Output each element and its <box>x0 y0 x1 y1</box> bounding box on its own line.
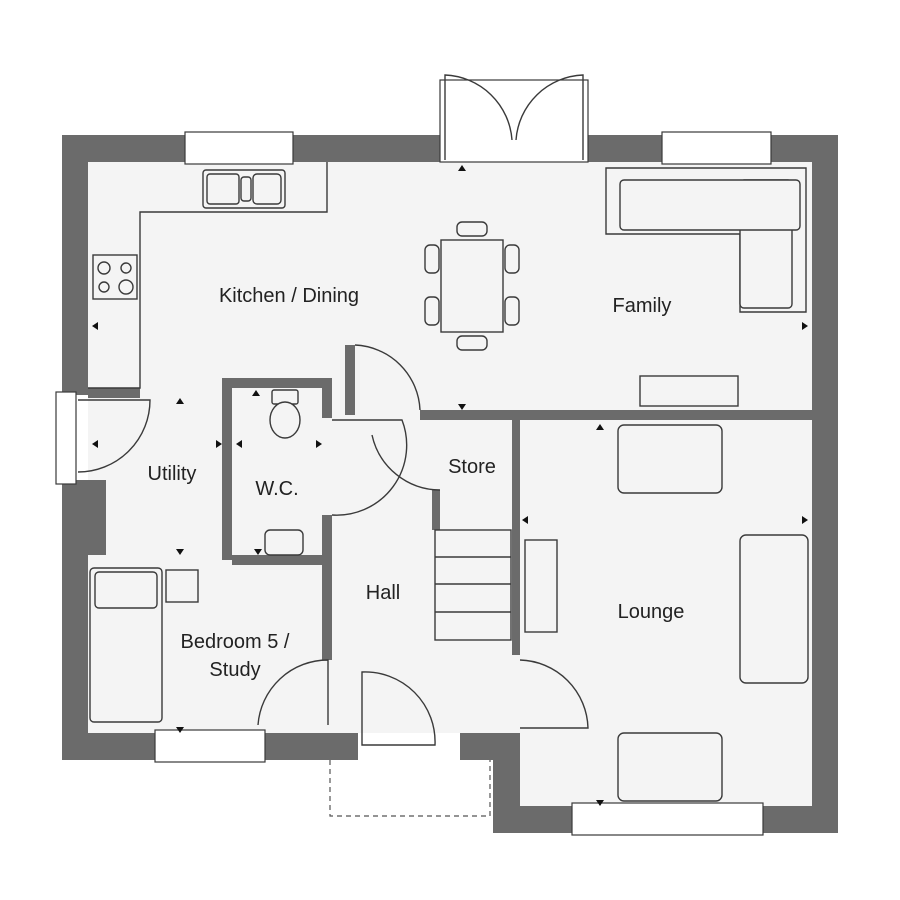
basin-icon <box>264 529 304 556</box>
armchair-icon <box>617 424 723 802</box>
kitchen-counter <box>88 162 328 389</box>
corner-sofa-icon <box>605 167 807 313</box>
doors <box>77 74 589 817</box>
room-label-lounge: Lounge <box>618 601 685 623</box>
windows <box>55 131 772 836</box>
floor-area <box>88 162 812 806</box>
sink-icon <box>202 169 286 209</box>
lounge-tv-unit-icon <box>524 539 558 633</box>
hob-icon <box>92 254 138 300</box>
lounge-sofa-icon <box>739 534 809 684</box>
room-label-utility: Utility <box>148 463 197 485</box>
toilet-icon <box>269 389 301 439</box>
room-label-bedroom-line1: Bedroom 5 / <box>181 631 290 653</box>
dining-table-icon <box>424 221 520 351</box>
interior-walls <box>88 345 812 660</box>
room-label-family: Family <box>613 295 672 317</box>
room-label-bedroom-line2: Study <box>209 659 260 681</box>
staircase-icon <box>434 529 512 641</box>
room-label-kitchen: Kitchen / Dining <box>219 285 359 307</box>
tv-unit-icon <box>639 375 739 407</box>
exterior-walls <box>62 135 838 833</box>
room-label-hall: Hall <box>366 582 400 604</box>
bed-icon <box>89 567 199 723</box>
room-label-store: Store <box>448 456 496 478</box>
room-label-wc: W.C. <box>255 478 298 500</box>
